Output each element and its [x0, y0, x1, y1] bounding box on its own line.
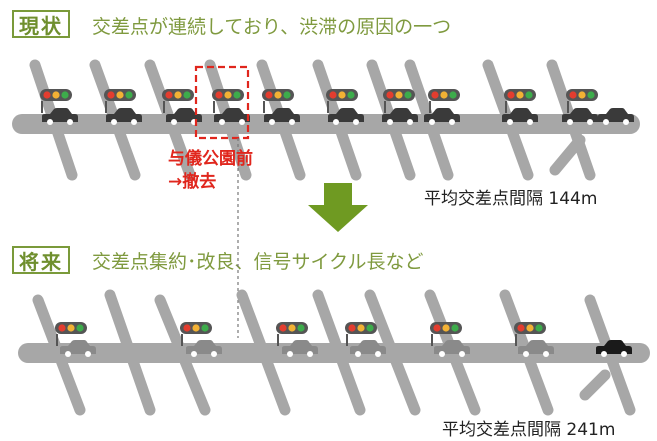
down-arrow-icon — [308, 183, 368, 232]
current-tag: 現状 — [12, 10, 70, 38]
current-caption: 交差点が連続しており、渋滞の原因の一つ — [92, 16, 452, 38]
future-caption: 交差点集約･改良、信号サイクル長など — [92, 251, 424, 273]
removal-note: 与儀公園前 →撤去 — [168, 148, 253, 194]
removed-intersection-highlight — [194, 65, 250, 140]
removal-note-line1: 与儀公園前 — [168, 149, 253, 169]
current-interval-label: 平均交差点間隔 144m — [424, 189, 598, 209]
removal-note-line2: →撤去 — [168, 172, 217, 192]
future-interval-label: 平均交差点間隔 241m — [442, 420, 616, 440]
future-tag: 将来 — [12, 246, 70, 274]
